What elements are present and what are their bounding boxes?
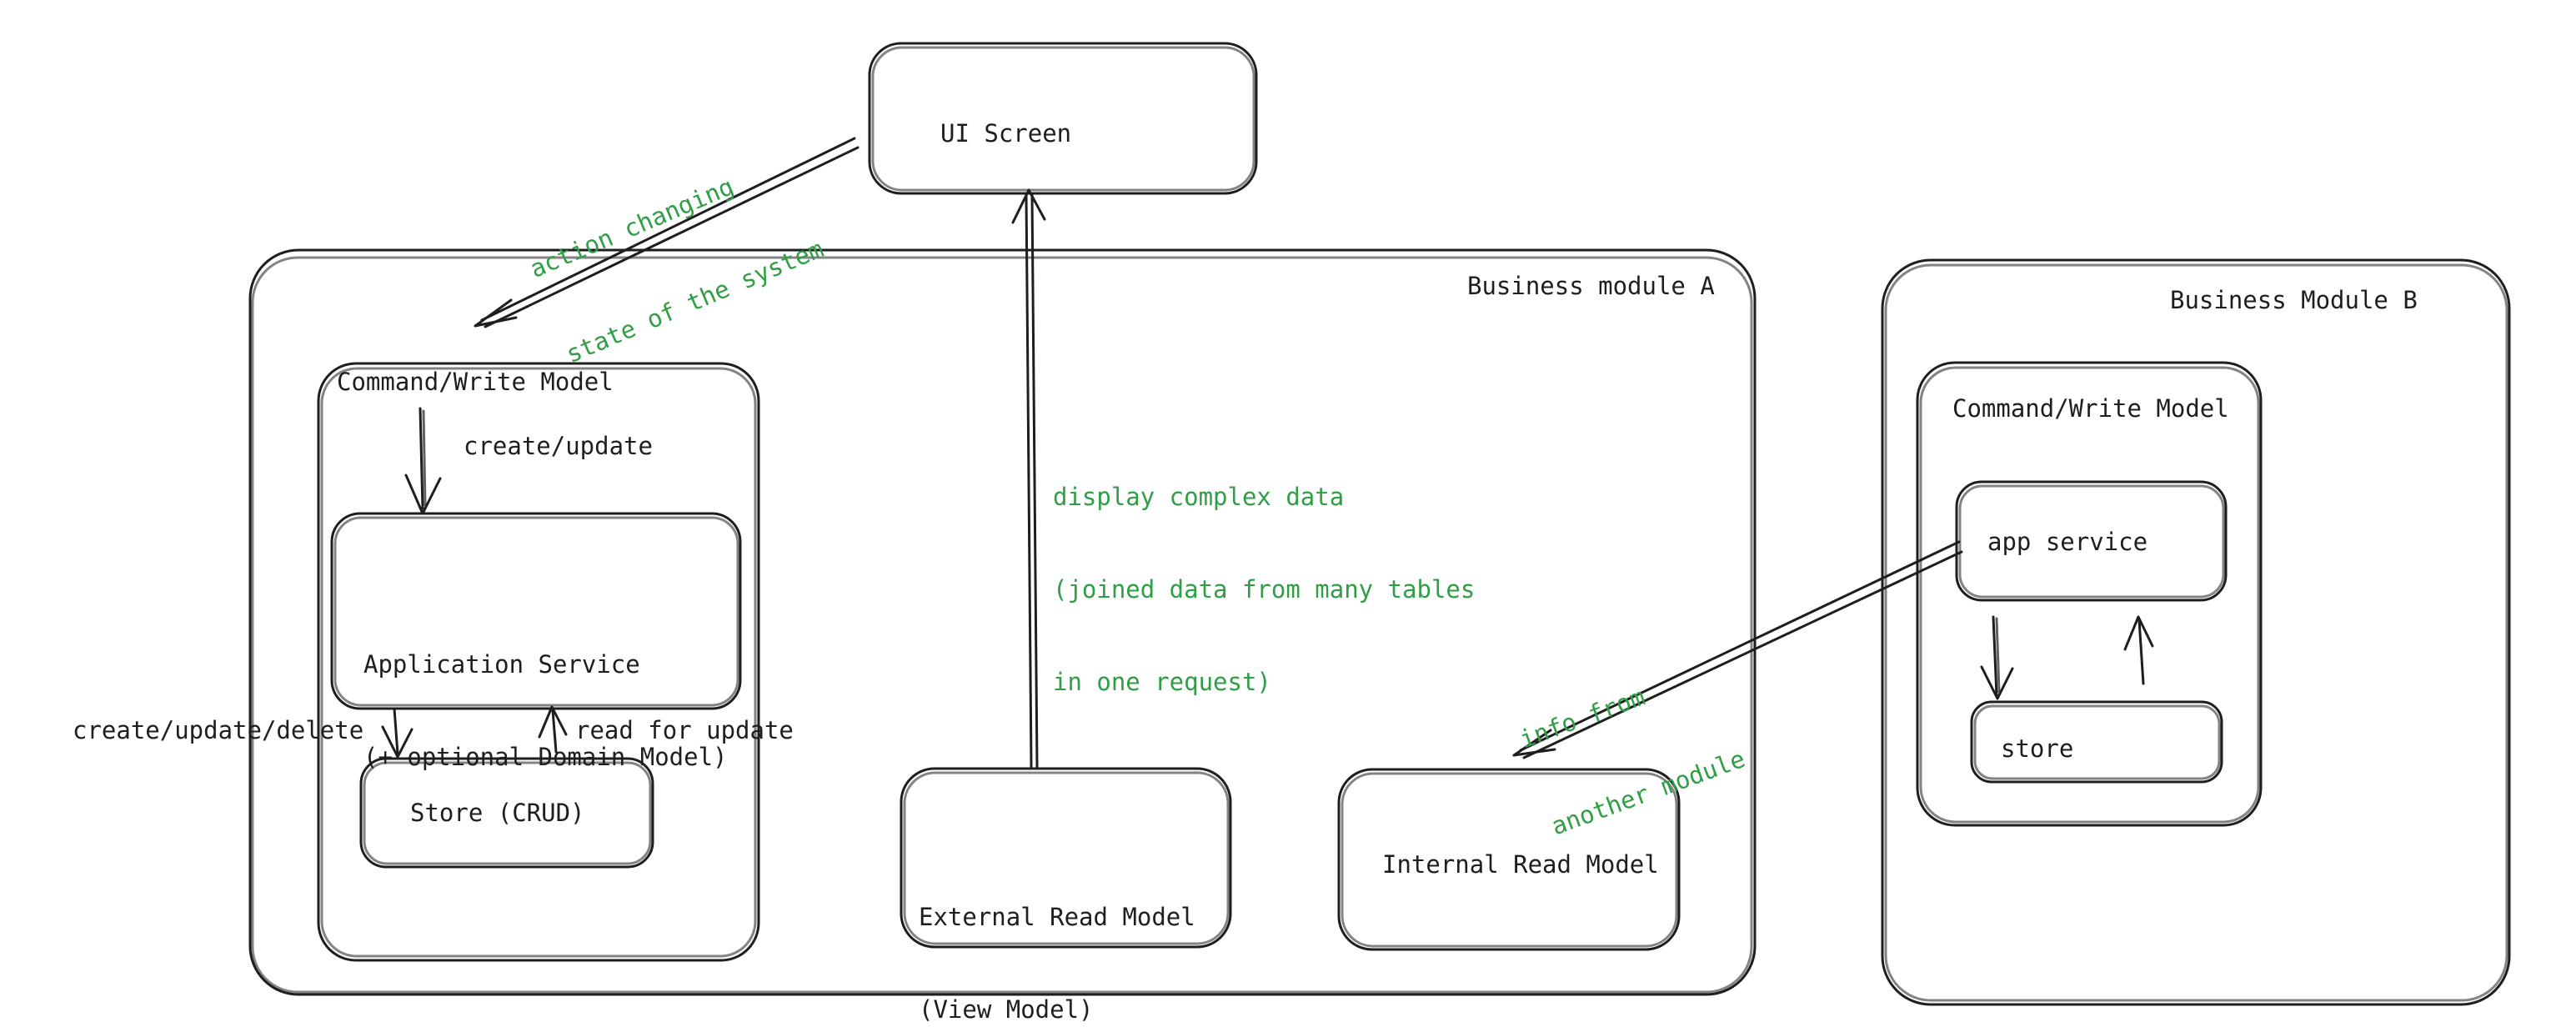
arrow-external-read-to-ui bbox=[1013, 190, 1045, 767]
edge-label-create-update: create/update bbox=[464, 432, 653, 460]
module-a-container bbox=[250, 250, 1755, 994]
internal-read-model-node bbox=[1339, 769, 1679, 949]
module-b-container bbox=[1882, 260, 2509, 1004]
command-write-model-a-container bbox=[318, 363, 759, 960]
edge-label-read-for-update: read for update bbox=[575, 716, 794, 744]
arrow-app-service-to-store bbox=[1982, 617, 2012, 699]
module-b-label: Business Module B bbox=[2170, 286, 2418, 314]
internal-read-model-label: Internal Read Model bbox=[1382, 850, 1659, 879]
arrow-create-update-delete bbox=[383, 709, 412, 757]
store-label: store bbox=[2001, 734, 2074, 763]
module-a-label: Business module A bbox=[1467, 272, 1715, 300]
ui-screen-node bbox=[870, 43, 1256, 193]
external-read-model-line2: (View Model) bbox=[919, 995, 1094, 1024]
arrow-create-update bbox=[406, 408, 440, 513]
arrow-info-from-another-module bbox=[1514, 542, 1962, 758]
external-read-model-node bbox=[901, 769, 1230, 947]
command-write-model-a-label: Command/Write Model bbox=[337, 368, 614, 396]
command-write-model-b-container bbox=[1917, 363, 2261, 825]
external-read-model-label: External Read Model (View Model) bbox=[919, 840, 1195, 1032]
store-crud-node bbox=[361, 759, 653, 867]
arrow-store-to-app-service bbox=[2125, 617, 2153, 684]
store-crud-label: Store (CRUD) bbox=[410, 799, 585, 827]
application-service-line2: (+ optional Domain Model) bbox=[363, 743, 728, 771]
annotation-display-complex-line2: (joined data from many tables bbox=[1053, 575, 1476, 604]
annotation-info-from-line2: another module bbox=[1547, 744, 1749, 841]
application-service-label: Application Service (+ optional Domain M… bbox=[363, 588, 728, 834]
ui-screen-label: UI Screen bbox=[940, 119, 1072, 148]
application-service-node bbox=[332, 513, 740, 709]
arrow-read-for-update bbox=[539, 707, 566, 752]
arrow-action-to-command-model-a bbox=[475, 138, 858, 327]
annotation-display-complex-data: display complex data (joined data from m… bbox=[1053, 420, 1475, 759]
app-service-label: app service bbox=[1987, 528, 2148, 556]
external-read-model-line1: External Read Model bbox=[919, 903, 1195, 931]
annotation-info-from-line1: info from bbox=[1516, 682, 1649, 754]
annotation-display-complex-line3: in one request) bbox=[1053, 668, 1271, 696]
store-node bbox=[1972, 702, 2222, 782]
command-write-model-b-label: Command/Write Model bbox=[1952, 394, 2229, 423]
edge-label-create-update-delete: create/update/delete bbox=[73, 716, 364, 744]
annotation-display-complex-line1: display complex data bbox=[1053, 483, 1345, 511]
application-service-line1: Application Service bbox=[363, 650, 640, 679]
